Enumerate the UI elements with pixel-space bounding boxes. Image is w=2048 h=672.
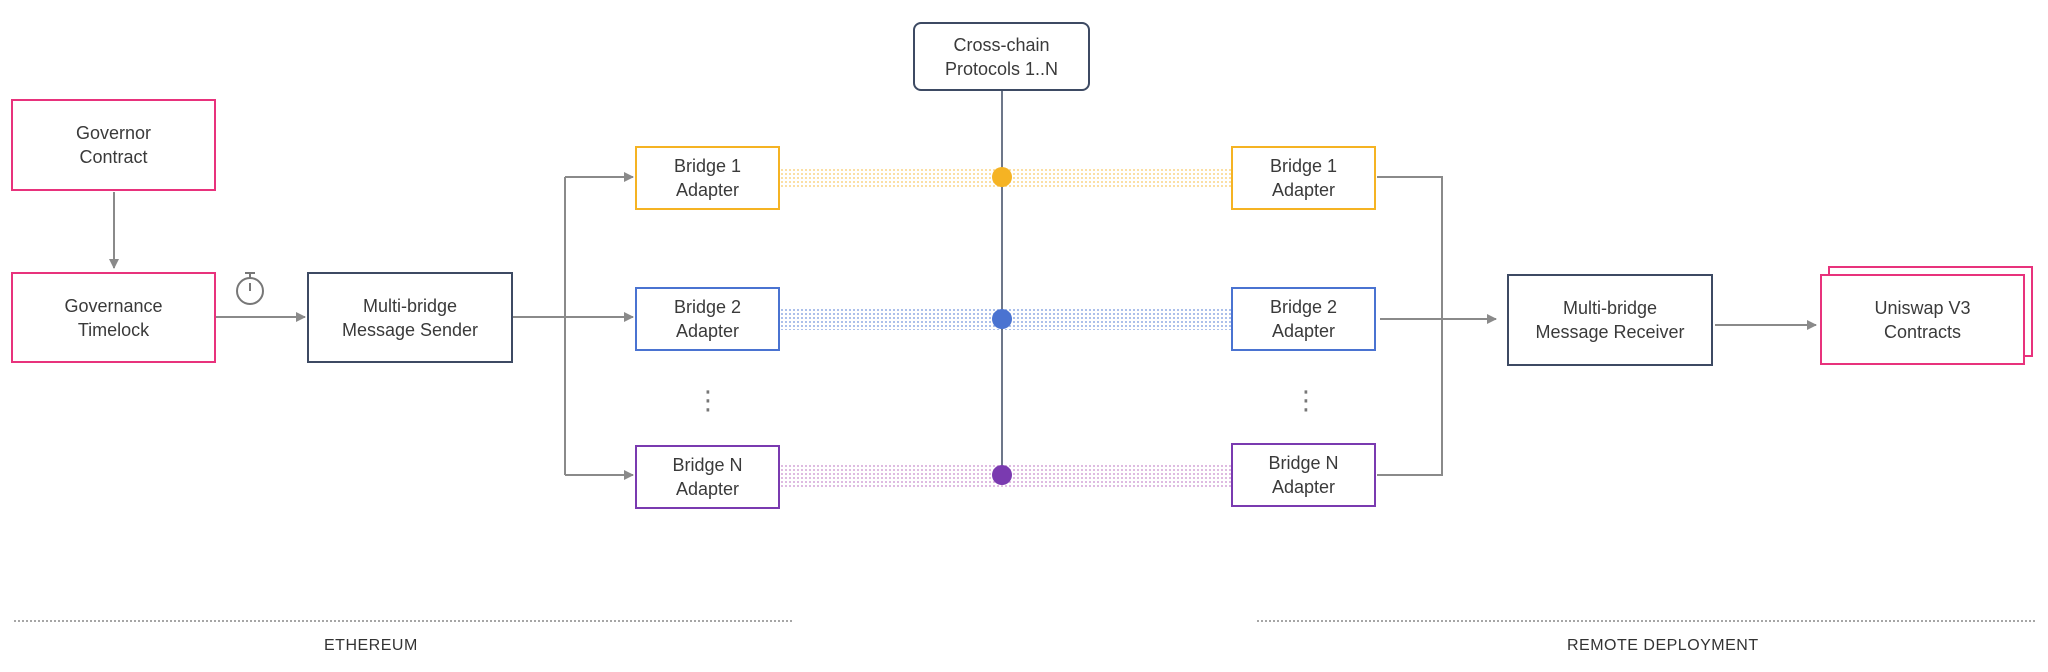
bridge-2-left-line1: Bridge 2 [673, 297, 742, 317]
stopwatch-icon [236, 272, 264, 305]
bridge-2-adapter-right: Bridge 2 Adapter [1231, 287, 1376, 351]
bridge-n-left-line2: Adapter [675, 479, 740, 499]
uniswap-line1: Uniswap V3 [1874, 297, 1971, 318]
protocol-node-2 [992, 309, 1012, 329]
uniswap-line2: Contracts [1883, 321, 1961, 342]
bracket-right [1377, 176, 1443, 476]
bridge-n-adapter-left: Bridge N Adapter [635, 445, 780, 509]
protocol-node-1 [992, 167, 1012, 187]
sender-line2: Message Sender [341, 319, 479, 340]
bridge-2-adapter-left: Bridge 2 Adapter [635, 287, 780, 351]
sender-line1: Multi-bridge [362, 295, 458, 316]
bridge-1-left-line2: Adapter [675, 180, 740, 200]
bridge-1-adapter-left: Bridge 1 Adapter [635, 146, 780, 210]
receiver-line1: Multi-bridge [1562, 298, 1658, 318]
protocol-node-n [992, 465, 1012, 485]
ethereum-label: ETHEREUM [324, 637, 418, 654]
ellipsis-left: ⋮ [695, 385, 721, 415]
bridge-2-left-line2: Adapter [675, 321, 740, 341]
governor-line1: Governor [75, 123, 152, 143]
bridge-1-adapter-right: Bridge 1 Adapter [1231, 146, 1376, 210]
bridge-n-adapter-right: Bridge N Adapter [1231, 443, 1376, 507]
ellipsis-right: ⋮ [1293, 385, 1319, 415]
bridge-2-right-line2: Adapter [1271, 321, 1336, 341]
uniswap-contracts-box: Uniswap V3 Contracts [1820, 274, 2025, 365]
remote-deployment-label: REMOTE DEPLOYMENT [1567, 637, 1759, 654]
timelock-line1: Governance [64, 295, 163, 316]
bridge-n-left-line1: Bridge N [672, 455, 743, 475]
bridge-2-right-line1: Bridge 2 [1269, 297, 1338, 317]
protocols-line2: Protocols 1..N [944, 58, 1059, 79]
protocols-line1: Cross-chain [953, 34, 1050, 55]
bridge-n-right-line1: Bridge N [1268, 453, 1339, 473]
governor-line2: Contract [79, 147, 148, 167]
bridge-1-left-line1: Bridge 1 [673, 156, 742, 176]
bridge-1-right-line1: Bridge 1 [1269, 156, 1338, 176]
bridge-n-right-line2: Adapter [1271, 477, 1336, 497]
bridge-1-right-line2: Adapter [1271, 180, 1336, 200]
receiver-line2: Message Receiver [1535, 322, 1685, 342]
timelock-line2: Timelock [77, 319, 150, 340]
